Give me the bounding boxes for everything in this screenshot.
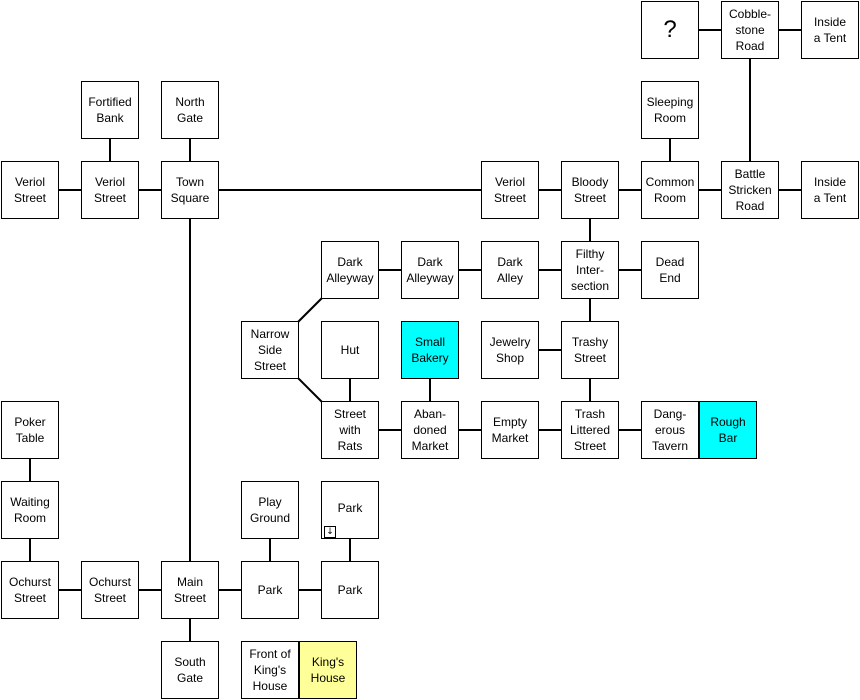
room-town-square[interactable]: Town Square bbox=[161, 161, 219, 219]
room-small-bakery[interactable]: Small Bakery bbox=[401, 321, 459, 379]
room-inside-tent-top[interactable]: Inside a Tent bbox=[801, 1, 859, 59]
room-label: Ochurst Street bbox=[88, 575, 131, 605]
room-abandoned-market[interactable]: Aban- doned Market bbox=[401, 401, 459, 459]
room-label: Park bbox=[257, 583, 283, 597]
room-label: Dark Alleyway bbox=[326, 255, 374, 285]
room-label: Veriol Street bbox=[13, 175, 46, 205]
room-dark-alleyway-2[interactable]: Dark Alleyway bbox=[401, 241, 459, 299]
room-empty-market[interactable]: Empty Market bbox=[481, 401, 539, 459]
room-label: Rough Bar bbox=[710, 415, 746, 445]
room-label: Park bbox=[337, 501, 363, 515]
room-rough-bar[interactable]: Rough Bar bbox=[699, 401, 757, 459]
room-label: Empty Market bbox=[491, 415, 529, 445]
room-ochurst-street-east[interactable]: Ochurst Street bbox=[81, 561, 139, 619]
room-inside-tent-bottom[interactable]: Inside a Tent bbox=[801, 161, 859, 219]
room-label: Filthy Inter- section bbox=[570, 247, 610, 293]
room-label: Battle Stricken Road bbox=[728, 167, 772, 213]
room-veriol-street-west[interactable]: Veriol Street bbox=[1, 161, 59, 219]
room-battle-stricken-road[interactable]: Battle Stricken Road bbox=[721, 161, 779, 219]
room-dark-alleyway-1[interactable]: Dark Alleyway bbox=[321, 241, 379, 299]
room-unknown[interactable]: ? bbox=[641, 1, 699, 59]
down-arrow-icon: ↓ bbox=[324, 526, 336, 538]
room-dead-end[interactable]: Dead End bbox=[641, 241, 699, 299]
room-label: Town Square bbox=[170, 175, 210, 205]
room-label: Inside a Tent bbox=[813, 175, 847, 205]
room-label: Main Street bbox=[173, 575, 206, 605]
room-main-street[interactable]: Main Street bbox=[161, 561, 219, 619]
room-label: Street with Rats bbox=[333, 407, 366, 453]
room-label: Front of King's House bbox=[249, 647, 291, 693]
room-label: Ochurst Street bbox=[8, 575, 51, 605]
room-label: South Gate bbox=[174, 655, 206, 685]
room-label: Dark Alley bbox=[496, 255, 523, 285]
room-street-with-rats[interactable]: Street with Rats bbox=[321, 401, 379, 459]
room-common-room[interactable]: Common Room bbox=[641, 161, 699, 219]
room-label: Hut bbox=[340, 343, 360, 357]
room-label: Poker Table bbox=[14, 415, 46, 445]
room-label: Dark Alleyway bbox=[406, 255, 454, 285]
room-label: Small Bakery bbox=[411, 335, 449, 365]
room-north-gate[interactable]: North Gate bbox=[161, 81, 219, 139]
room-veriol-street-2[interactable]: Veriol Street bbox=[81, 161, 139, 219]
room-kings-house[interactable]: King's House bbox=[299, 641, 357, 699]
room-sleeping-room[interactable]: Sleeping Room bbox=[641, 81, 699, 139]
room-label: Veriol Street bbox=[93, 175, 126, 205]
room-ochurst-street-west[interactable]: Ochurst Street bbox=[1, 561, 59, 619]
room-hut[interactable]: Hut bbox=[321, 321, 379, 379]
room-park-left[interactable]: Park bbox=[241, 561, 299, 619]
room-park-right[interactable]: Park bbox=[321, 561, 379, 619]
room-label: Waiting Room bbox=[10, 495, 50, 525]
room-park-upper[interactable]: Park↓ bbox=[321, 481, 379, 539]
room-poker-table[interactable]: Poker Table bbox=[1, 401, 59, 459]
room-label: Park bbox=[337, 583, 363, 597]
room-trash-littered-street[interactable]: Trash Littered Street bbox=[561, 401, 619, 459]
room-dangerous-tavern[interactable]: Dang- erous Tavern bbox=[641, 401, 699, 459]
room-label: Fortified Bank bbox=[88, 95, 132, 125]
room-jewelry-shop[interactable]: Jewelry Shop bbox=[481, 321, 539, 379]
room-label: Narrow Side Street bbox=[250, 327, 290, 373]
room-label: Trash Littered Street bbox=[569, 407, 611, 453]
room-trashy-street[interactable]: Trashy Street bbox=[561, 321, 619, 379]
room-label: Cobble- stone Road bbox=[728, 7, 772, 53]
room-veriol-street-east[interactable]: Veriol Street bbox=[481, 161, 539, 219]
room-narrow-side-street[interactable]: Narrow Side Street bbox=[241, 321, 299, 379]
room-label: Dang- erous Tavern bbox=[651, 407, 689, 453]
room-label: Trashy Street bbox=[571, 335, 609, 365]
room-label: Sleeping Room bbox=[646, 95, 694, 125]
room-label: Jewelry Shop bbox=[489, 335, 531, 365]
room-label: ? bbox=[663, 16, 677, 43]
room-front-of-kings-house[interactable]: Front of King's House bbox=[241, 641, 299, 699]
room-fortified-bank[interactable]: Fortified Bank bbox=[81, 81, 139, 139]
room-label: Veriol Street bbox=[493, 175, 526, 205]
room-label: Common Room bbox=[645, 175, 695, 205]
room-filthy-intersection[interactable]: Filthy Inter- section bbox=[561, 241, 619, 299]
room-label: North Gate bbox=[175, 95, 205, 125]
room-dark-alley[interactable]: Dark Alley bbox=[481, 241, 539, 299]
room-label: Play Ground bbox=[249, 495, 291, 525]
room-south-gate[interactable]: South Gate bbox=[161, 641, 219, 699]
room-label: Dead End bbox=[655, 255, 685, 285]
room-label: Aban- doned Market bbox=[411, 407, 449, 453]
room-label: Bloody Street bbox=[571, 175, 609, 205]
room-bloody-street[interactable]: Bloody Street bbox=[561, 161, 619, 219]
room-play-ground[interactable]: Play Ground bbox=[241, 481, 299, 539]
room-waiting-room[interactable]: Waiting Room bbox=[1, 481, 59, 539]
room-label: King's House bbox=[310, 655, 346, 685]
room-label: Inside a Tent bbox=[813, 15, 847, 45]
room-cobblestone-road[interactable]: Cobble- stone Road bbox=[721, 1, 779, 59]
